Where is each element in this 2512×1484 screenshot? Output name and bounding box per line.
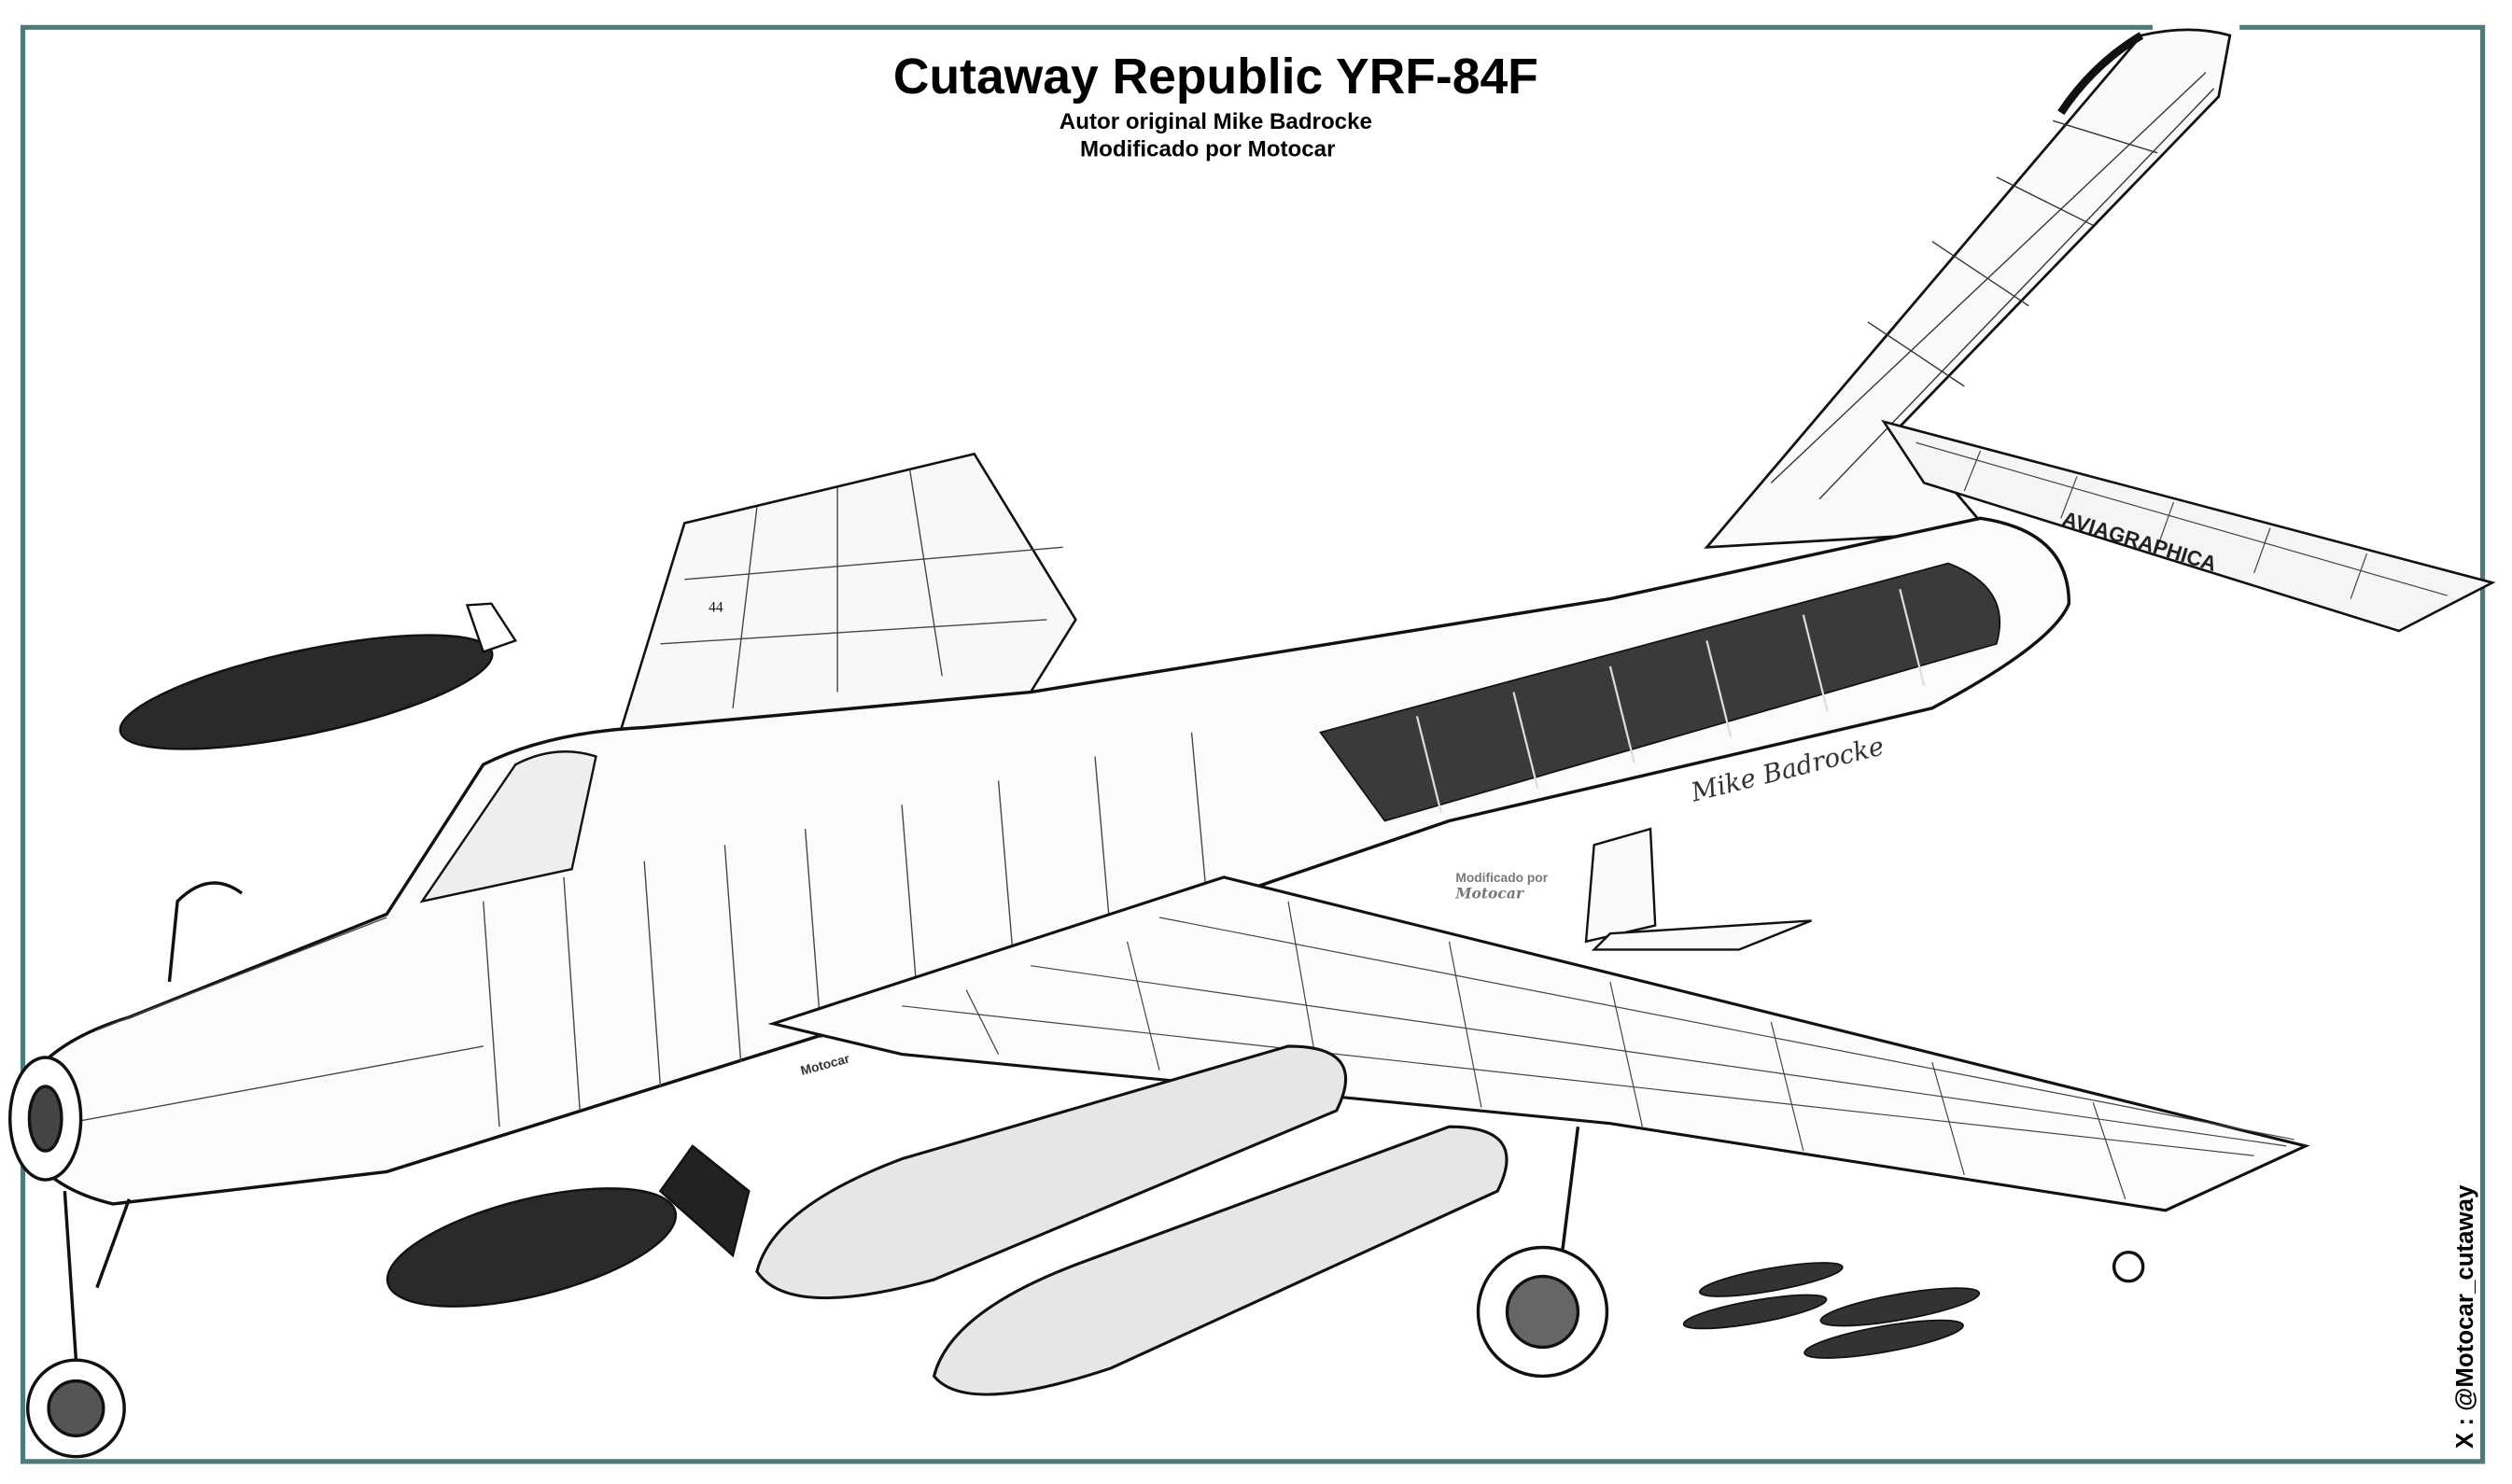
right-wing [767, 875, 2310, 1212]
panel-number: 44 [709, 599, 723, 615]
watermark-modified: Modificado por [1455, 871, 1548, 885]
drop-tanks [755, 1044, 1509, 1396]
rockets [1682, 1262, 1981, 1359]
author-credit: Autor original Mike Badrocke [1060, 109, 1372, 134]
bombs [119, 602, 751, 1308]
horizontal-stabilizer: AVIAGRAPHICA [1881, 419, 2496, 633]
nose-probe [167, 881, 244, 983]
page-title: Cutaway Republic YRF-84F [893, 49, 1538, 105]
left-wing: 44 [618, 452, 1077, 735]
frame-border [20, 24, 2486, 1464]
fuselage-mark: Motocar [799, 1051, 851, 1078]
pylon-fin [1584, 827, 1812, 951]
social-handle: X : @Motocar_cutaway [2452, 1184, 2478, 1449]
vertical-tail [1704, 28, 2232, 549]
watermark-name: Motocar [1454, 884, 1525, 902]
modifier-credit: Modificado por Motocar [1080, 136, 1336, 161]
fuselage: Motocar [8, 516, 2071, 1206]
landing-gear [25, 1126, 2145, 1459]
